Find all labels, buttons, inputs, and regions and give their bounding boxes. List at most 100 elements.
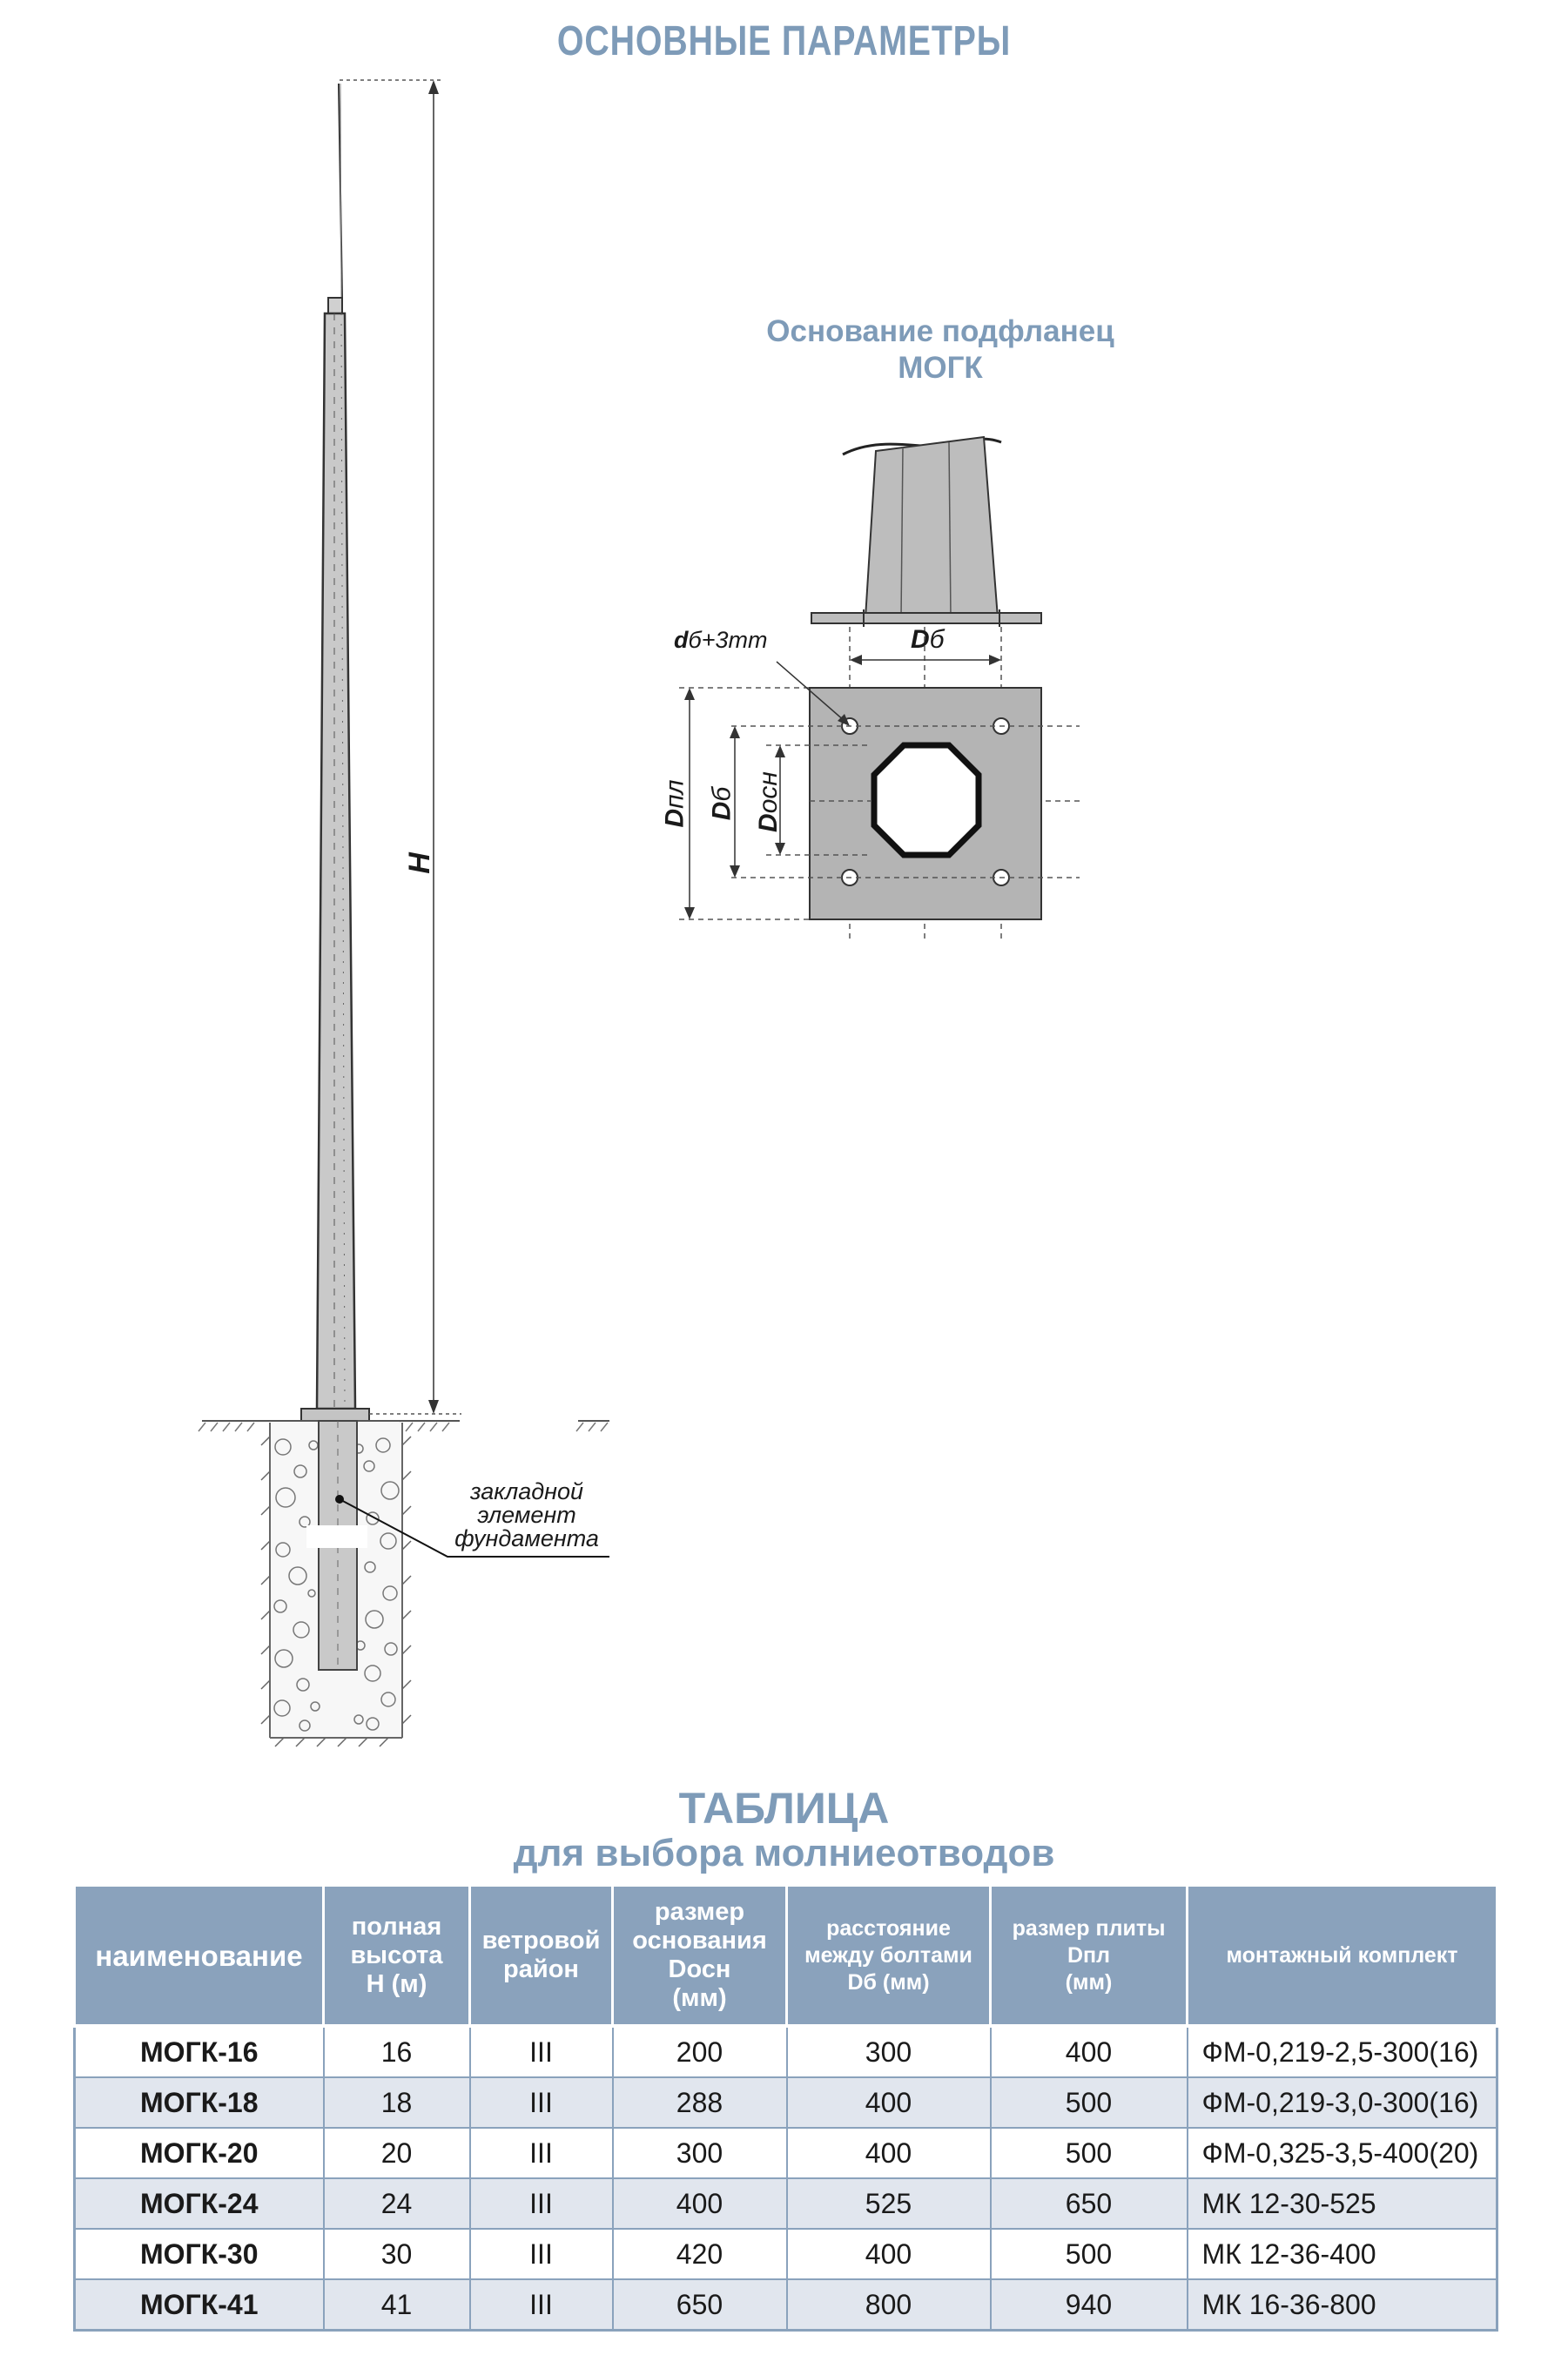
cell-wind: III [468,2076,614,2129]
cell-kit: МК 12-36-400 [1186,2228,1498,2280]
bolt-side-label-d: D [707,801,737,821]
cell-base: 400 [611,2177,788,2230]
cell-name: МОГК-30 [73,2228,325,2280]
cell-kit: ФМ-0,325-3,5-400(20) [1186,2127,1498,2179]
cell-bolts: 400 [785,2076,992,2129]
cell-plate: 940 [989,2278,1188,2332]
table-row: МОГК-18 18 III 288 400 500 ФМ-0,219-3,0-… [73,2076,1498,2129]
plate-size-label-rest: пл [660,779,690,809]
cell-plate: 500 [989,2228,1188,2280]
base-size-label-d: D [753,813,783,832]
selection-table: наименование полная высота H (м) ветрово… [73,1884,1498,2332]
col-header-base: размер основания Dосн (мм) [611,1884,788,2028]
col-header-bolts: расстояние между болтами Dб (мм) [785,1884,992,2028]
cell-bolts: 800 [785,2278,992,2332]
bolt-side-label-rest: б [707,786,737,802]
cell-base: 650 [611,2278,788,2332]
page-title: ОСНОВНЫЕ ПАРАМЕТРЫ [556,18,1012,64]
cell-wind: III [468,2025,614,2078]
cell-plate: 650 [989,2177,1188,2230]
cell-name: МОГК-18 [73,2076,325,2129]
cell-name: МОГК-20 [73,2127,325,2179]
col-header-height-l3: H (м) [366,1969,427,1998]
bolt-distance-label-rest: б [929,625,945,654]
cell-base: 288 [611,2076,788,2129]
cell-plate: 500 [989,2127,1188,2179]
bolt-side-label: Dб [707,787,737,821]
table-row: МОГК-20 20 III 300 400 500 ФМ-0,325-3,5-… [73,2127,1498,2179]
col-header-plate: размер плиты Dпл (мм) [989,1884,1188,2028]
pole-drawing [198,79,609,1747]
cell-kit: ФМ-0,219-3,0-300(16) [1186,2076,1498,2129]
col-header-base-l3: Dосн [668,1955,731,1983]
base-size-label: Dосн [754,771,784,832]
pole-base-flange [300,1408,370,1422]
embed-leader-line [339,1498,609,1558]
table-row: МОГК-30 30 III 420 400 500 МК 12-36-400 [73,2228,1498,2280]
col-header-bolts-l3: Dб (мм) [847,1969,930,1995]
cell-bolts: 400 [785,2127,992,2179]
hole-size-label: dб+3mm [674,627,767,654]
embed-label-line2: элемент [477,1502,576,1528]
height-label: H [402,852,436,874]
pole-shaft [315,312,357,1410]
bolt-distance-label-d: D [911,625,930,654]
concrete-aggregate [273,1437,400,1732]
cell-plate: 400 [989,2025,1188,2078]
table-header-row: наименование полная высота H (м) ветрово… [73,1884,1498,2028]
cell-name: МОГК-24 [73,2177,325,2230]
cell-bolts: 400 [785,2228,992,2280]
embed-label: закладной элемент фундамента [444,1480,609,1551]
col-header-wind-l2: район [503,1955,579,1983]
cell-kit: МК 16-36-800 [1186,2278,1498,2332]
col-header-plate-l3: (мм) [1065,1969,1113,1995]
flange-tube-side [864,435,999,619]
flange-title-line2: МОГК [898,351,983,385]
cell-bolts: 525 [785,2177,992,2230]
hole-size-label-rest: б+3mm [688,627,768,653]
cell-base: 300 [611,2127,788,2179]
plate-size-label-d: D [660,808,690,828]
cell-base: 420 [611,2228,788,2280]
cell-height: 41 [322,2278,471,2332]
embed-label-line3: фундамента [454,1525,599,1551]
cell-bolts: 300 [785,2025,992,2078]
cell-base: 200 [611,2025,788,2078]
col-header-wind-l1: ветровой [481,1927,601,1955]
flange-title-line1: Основание подфланец [766,314,1114,348]
cell-kit: МК 12-30-525 [1186,2177,1498,2230]
col-header-base-l1: размер [654,1898,745,1926]
cell-height: 30 [322,2228,471,2280]
col-header-height-l1: полная [351,1912,442,1941]
technical-drawing [198,79,1080,1747]
col-header-bolts-l1: расстояние [826,1915,951,1941]
flange-title: Основание подфланец МОГК [714,313,1167,387]
col-header-plate-l2: Dпл [1067,1942,1111,1968]
cell-kit: ФМ-0,219-2,5-300(16) [1186,2025,1498,2078]
embed-label-line1: закладной [469,1478,584,1504]
table-subtitle: для выбора молниеотводов [513,1832,1055,1874]
base-size-label-rest: осн [753,771,783,814]
table-row: МОГК-24 24 III 400 525 650 МК 12-30-525 [73,2177,1498,2230]
cell-height: 16 [322,2025,471,2078]
table-row: МОГК-16 16 III 200 300 400 ФМ-0,219-2,5-… [73,2025,1498,2078]
cell-name: МОГК-41 [73,2278,325,2332]
cell-height: 20 [322,2127,471,2179]
col-header-name: наименование [73,1884,325,2028]
cell-wind: III [468,2228,614,2280]
col-header-wind: ветровой район [468,1884,614,2028]
col-header-height-l2: высота [350,1941,443,1969]
col-header-bolts-l2: между болтами [804,1942,972,1968]
cell-wind: III [468,2177,614,2230]
cell-height: 18 [322,2076,471,2129]
cell-wind: III [468,2127,614,2179]
col-header-height: полная высота H (м) [322,1884,471,2028]
cell-plate: 500 [989,2076,1188,2129]
table-title: ТАБЛИЦА [678,1784,890,1833]
rod-coupling [327,297,343,314]
cell-wind: III [468,2278,614,2332]
cell-height: 24 [322,2177,471,2230]
hole-leader-line [776,661,845,722]
col-header-kit: монтажный комплект [1186,1884,1498,2028]
flange-drawing [679,435,1080,940]
